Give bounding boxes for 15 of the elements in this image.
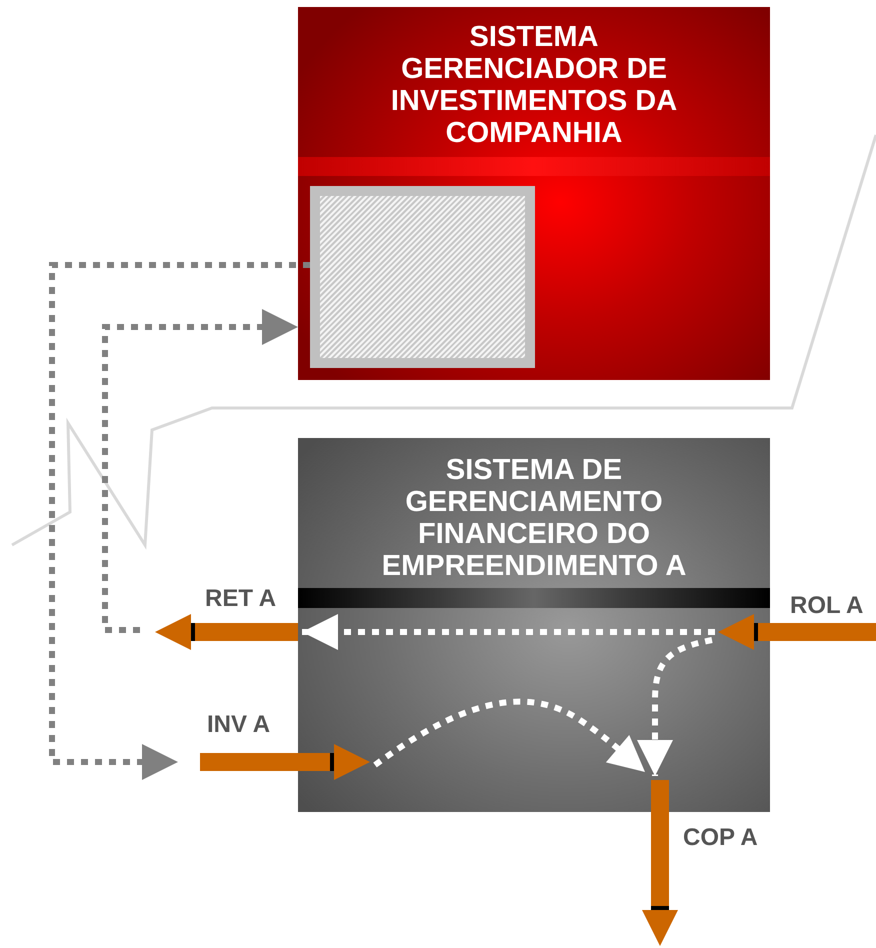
edge-label: INV A xyxy=(207,711,270,739)
system-title: SISTEMA DE GERENCIAMENTO FINANCEIRO DO EMPREENDIMENTO A xyxy=(380,454,688,582)
edge-label: ROL A xyxy=(790,592,864,620)
dotted-arrow xyxy=(102,309,298,633)
system-box xyxy=(298,7,770,380)
system-title: SISTEMA GERENCIADOR DE INVESTIMENTOS DA COMPANHIA xyxy=(390,21,678,149)
hatched-panel xyxy=(310,186,535,368)
edge-label: COP A xyxy=(683,824,758,852)
edge-label: RET A xyxy=(205,585,276,613)
flow-arrow xyxy=(642,780,678,946)
flow-arrow xyxy=(200,744,370,780)
flow-arrow xyxy=(718,614,876,650)
system-box xyxy=(298,438,770,812)
dotted-arrow xyxy=(49,262,310,780)
flow-arrow xyxy=(155,614,298,650)
